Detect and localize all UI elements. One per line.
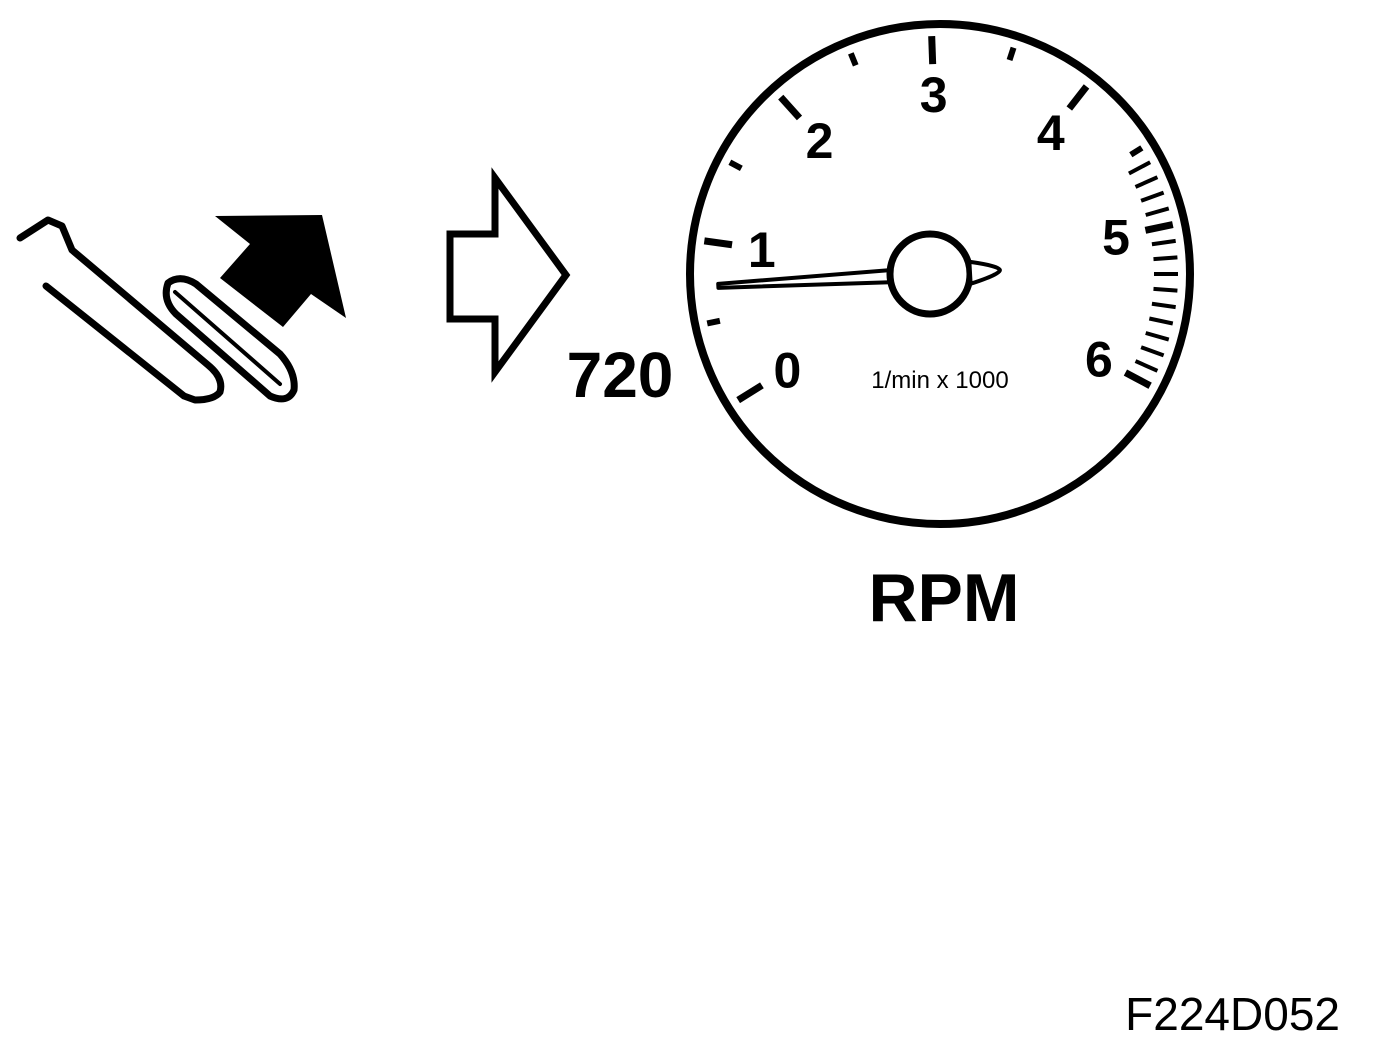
minor-tick: [728, 159, 743, 172]
gauge-ticks: [703, 36, 1178, 404]
accelerator-pedal-icon: [16, 216, 298, 404]
unit-label: 1/min x 1000: [871, 367, 1008, 394]
rpm-reading-label: 720: [567, 339, 674, 411]
major-tick: [778, 94, 803, 121]
needle-hub: [886, 230, 974, 318]
dial-number-1: 1: [748, 222, 776, 278]
fine-tick: [1134, 359, 1159, 373]
minor-tick: [848, 52, 859, 67]
tachometer-gauge: 0 12 3 45 6 1/min x 1000: [686, 20, 1194, 528]
gauge-title: RPM: [868, 560, 1019, 636]
fine-tick: [1153, 286, 1178, 293]
minor-tick: [1129, 145, 1144, 158]
needle-tail: [967, 259, 1002, 286]
major-tick: [1066, 84, 1090, 111]
major-tick: [703, 237, 733, 249]
major-tick: [1123, 369, 1152, 389]
fine-tick: [1128, 160, 1152, 176]
major-tick: [1144, 221, 1174, 234]
major-tick: [928, 36, 937, 65]
fine-tick: [1148, 316, 1174, 326]
fine-tick: [1151, 238, 1176, 247]
dial-number-0: 0: [773, 342, 801, 398]
fine-tick: [1153, 255, 1178, 262]
dial-number-6: 6: [1085, 332, 1113, 388]
fine-tick: [1134, 175, 1159, 189]
outline-right-arrow-icon: [446, 167, 571, 383]
fine-tick: [1151, 301, 1176, 310]
major-tick: [736, 382, 764, 404]
figure-code: F224D052: [1125, 988, 1340, 1040]
minor-tick: [706, 317, 721, 327]
fine-tick: [1140, 190, 1165, 203]
dial-number-5: 5: [1102, 210, 1130, 266]
gauge-numbers: 0 12 3 45 6: [748, 67, 1130, 398]
dial-number-2: 2: [806, 113, 834, 169]
minor-tick: [1006, 46, 1017, 61]
fine-tick: [1145, 331, 1170, 342]
fine-tick: [1145, 206, 1170, 217]
fine-tick: [1140, 345, 1165, 358]
dial-number-4: 4: [1037, 105, 1065, 161]
dial-number-3: 3: [920, 67, 948, 123]
release-arrow-icon: [215, 215, 346, 327]
